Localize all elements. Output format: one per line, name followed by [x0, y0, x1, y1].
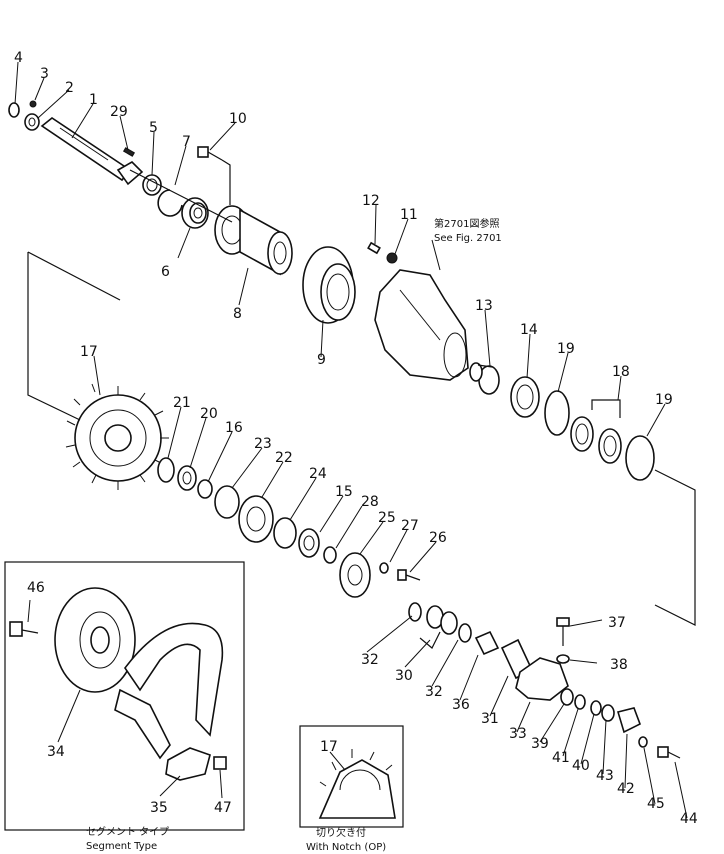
- label-39: 41: [552, 750, 570, 766]
- label-47: 47: [214, 800, 232, 816]
- note-en: See Fig. 2701: [434, 233, 502, 244]
- segment-caption-jp: セグメント タイプ: [86, 825, 169, 838]
- reference-note: 第2701図参照 See Fig. 2701: [434, 217, 502, 244]
- segment-caption-en: Segment Type: [86, 841, 157, 852]
- label-34: 36: [452, 697, 470, 713]
- inset-with-notch: 切り欠き付 With Notch (OP): [299, 725, 404, 853]
- label-2: 2: [65, 80, 74, 96]
- label-19b: 19: [655, 392, 673, 408]
- inset-segment-type: セグメント タイプ Segment Type: [4, 561, 245, 852]
- label-33: 33: [509, 726, 527, 742]
- label-17-inset: 17: [320, 739, 338, 755]
- label-31: 30: [395, 668, 413, 684]
- label-21: 21: [173, 395, 191, 411]
- label-29: 31: [481, 711, 499, 727]
- label-30: 29: [110, 104, 128, 120]
- label-1: 1: [89, 92, 98, 108]
- label-8: 8: [233, 306, 242, 322]
- label-4: 4: [14, 50, 23, 66]
- label-12: 12: [362, 193, 380, 209]
- label-42: 44: [680, 811, 698, 827]
- label-36: 38: [610, 657, 628, 673]
- label-16: 16: [225, 420, 243, 436]
- assembly-lines: [14, 61, 696, 819]
- label-23: 23: [254, 436, 272, 452]
- label-9: 9: [317, 352, 326, 368]
- label-27: 27: [401, 518, 419, 534]
- label-13: 13: [475, 298, 493, 314]
- label-18: 18: [612, 364, 630, 380]
- note-jp: 第2701図参照: [434, 217, 499, 230]
- label-22: 22: [275, 450, 293, 466]
- label-14: 14: [520, 322, 538, 338]
- label-15: 15: [335, 484, 353, 500]
- label-17: 17: [80, 344, 98, 360]
- notch-caption-en: With Notch (OP): [306, 842, 386, 853]
- label-10: 10: [229, 111, 247, 127]
- label-19a: 19: [557, 341, 575, 357]
- label-11: 11: [400, 207, 418, 223]
- label-6: 6: [161, 264, 170, 280]
- part-number-labels: 4 3 2 1 29 5 7 10 6 8 9 12 11 13 14 19 1…: [14, 50, 698, 827]
- notch-caption-jp: 切り欠き付: [316, 826, 366, 839]
- label-32a: 32: [361, 652, 379, 668]
- label-24: 24: [309, 466, 327, 482]
- label-43: 45: [647, 796, 665, 812]
- label-38: 40: [572, 758, 590, 774]
- label-37: 39: [531, 736, 549, 752]
- label-3: 3: [40, 66, 49, 82]
- label-28: 28: [361, 494, 379, 510]
- label-32b: 32: [425, 684, 443, 700]
- label-40: 42: [617, 781, 635, 797]
- label-25: 25: [378, 510, 396, 526]
- label-41: 43: [596, 768, 614, 784]
- label-7: 7: [182, 134, 191, 150]
- label-35: 37: [608, 615, 626, 631]
- label-45: 35: [150, 800, 168, 816]
- label-44: 34: [47, 744, 65, 760]
- label-26: 26: [429, 530, 447, 546]
- label-46: 46: [27, 580, 45, 596]
- label-20: 20: [200, 406, 218, 422]
- label-5: 5: [149, 120, 158, 136]
